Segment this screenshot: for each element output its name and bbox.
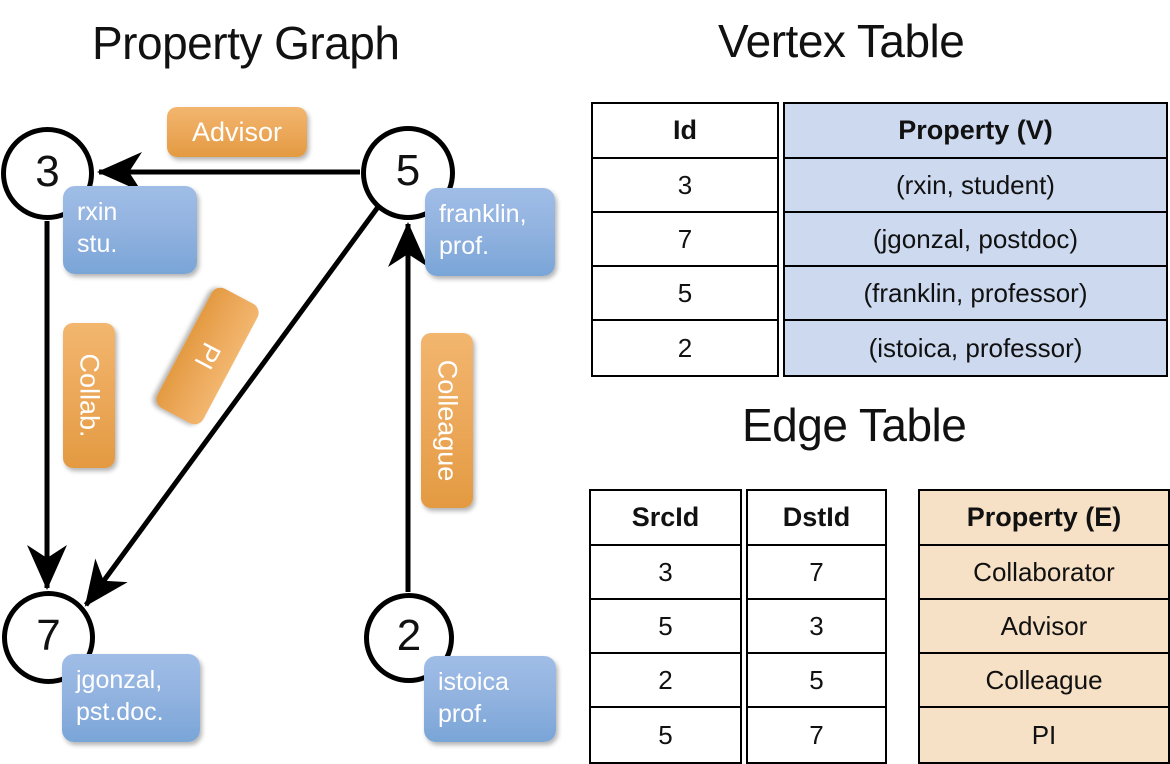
edge-label-advisor[interactable]: Advisor xyxy=(167,107,307,157)
graph-node-2-label: 2 xyxy=(396,611,422,660)
edge-table-col-dstid: DstId 7 3 5 7 xyxy=(746,489,887,764)
edge-table-cell-property: Advisor xyxy=(920,600,1168,654)
edge-table-cell-srcid: 5 xyxy=(591,600,740,654)
edge-table-cell-property: Colleague xyxy=(920,654,1168,708)
graph-node-7-label: 7 xyxy=(36,610,61,660)
node-property-5-line2: prof. xyxy=(439,232,490,260)
page-title-edge-table: Edge Table xyxy=(742,399,967,451)
vertex-table-cell-id: 2 xyxy=(677,333,693,363)
graph-edges xyxy=(27,152,428,607)
graph-node-5-label: 5 xyxy=(395,146,421,195)
vertex-table-header-id: Id xyxy=(593,104,777,159)
node-property-box-2[interactable]: istoica prof. xyxy=(424,656,556,742)
node-property-box-5[interactable]: franklin, prof. xyxy=(425,188,555,276)
vertex-table-col-property: Property (V) (rxin, student) (jgonzal, p… xyxy=(783,102,1168,377)
graph-node-2[interactable]: 2 xyxy=(364,593,454,683)
node-property-2-line1: istoica xyxy=(438,668,509,696)
vertex-table-cell-property: (franklin, professor) xyxy=(785,267,1166,321)
graph-node-5[interactable]: 5 xyxy=(361,126,455,220)
edge-table-cell-dstid: 7 xyxy=(748,546,885,600)
vertex-table-col-id: Id 3 7 5 2 xyxy=(591,102,779,377)
node-property-3-line1: rxin xyxy=(77,198,118,226)
edge-table-header-property: Property (E) xyxy=(920,491,1168,546)
edge-table: SrcId 3 5 2 5 DstId 7 3 5 7 Property (E)… xyxy=(589,489,1170,764)
node-property-3-line2: stu. xyxy=(77,230,118,258)
edge-table-header-dstid: DstId xyxy=(748,491,885,546)
page-title-vertex-table: Vertex Table xyxy=(718,15,965,67)
edge-table-cell-dstid: 5 xyxy=(748,654,885,708)
edge-table-cell-property: PI xyxy=(920,708,1168,762)
graph-node-3-label: 3 xyxy=(35,146,60,196)
vertex-table: Id 3 7 5 2 Property (V) (rxin, student) … xyxy=(591,102,1168,377)
vertex-table-cell-property: (jgonzal, postdoc) xyxy=(785,213,1166,267)
edge-label-collab-text: Collab. xyxy=(74,353,105,438)
property-graph-panel: Property Graph 3 5 7 2 rxin stu. frankli… xyxy=(0,0,585,760)
edge-table-col-srcid: SrcId 3 5 2 5 xyxy=(589,489,742,764)
vertex-table-cell-property: (rxin, student) xyxy=(785,159,1166,213)
vertex-table-cell-id: 5 xyxy=(593,267,777,321)
vertex-table-cell-property: (istoica, professor) xyxy=(785,321,1166,375)
node-property-7-line2: pst.doc. xyxy=(76,698,164,726)
edge-label-colleague-text: Colleague xyxy=(432,359,463,482)
edge-table-cell-property: Collaborator xyxy=(920,546,1168,600)
node-property-5-line1: franklin, xyxy=(439,200,527,228)
edge-table-cell-dstid: 3 xyxy=(748,600,885,654)
vertex-table-cell-id: 3 xyxy=(593,159,777,213)
edge-table-col-property: Property (E) Collaborator Advisor Collea… xyxy=(918,489,1170,764)
node-property-box-7[interactable]: jgonzal, pst.doc. xyxy=(62,654,200,742)
edge-table-cell-srcid: 5 xyxy=(658,720,673,750)
vertex-table-header-property: Property (V) xyxy=(785,104,1166,159)
edge-table-header-srcid: SrcId xyxy=(591,491,740,546)
edge-5-to-7 xyxy=(83,205,381,607)
vertex-table-cell-id: 7 xyxy=(593,213,777,267)
edge-label-advisor-text: Advisor xyxy=(191,116,283,147)
edge-label-collab[interactable]: Collab. xyxy=(63,323,115,468)
page-title-property-graph: Property Graph xyxy=(92,17,400,69)
edge-table-cell-srcid: 3 xyxy=(591,546,740,600)
node-property-7-line1: jgonzal, xyxy=(76,666,163,694)
edge-table-cell-dstid: 7 xyxy=(809,720,824,750)
edge-table-cell-srcid: 2 xyxy=(591,654,740,708)
edge-label-pi-text: PI xyxy=(188,337,228,375)
node-property-2-line2: prof. xyxy=(438,700,489,728)
edge-label-colleague[interactable]: Colleague xyxy=(421,333,473,508)
node-property-box-3[interactable]: rxin stu. xyxy=(63,186,197,274)
